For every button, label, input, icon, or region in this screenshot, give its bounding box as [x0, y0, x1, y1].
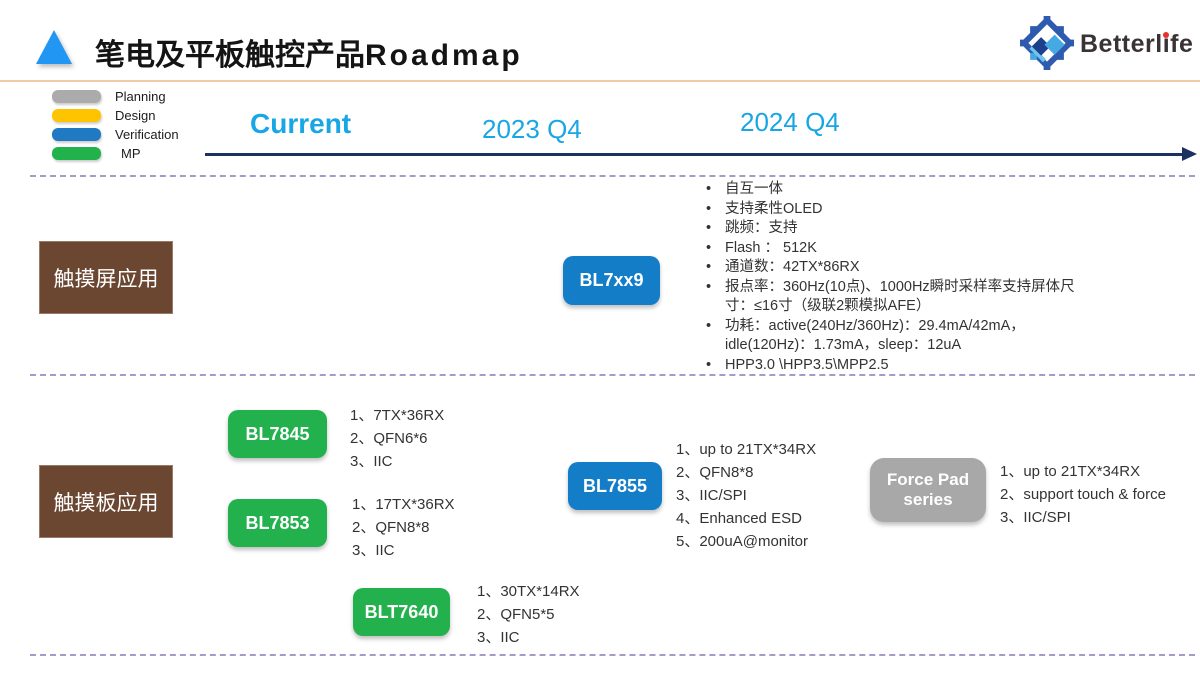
- timeline-milestone-current: Current: [250, 108, 352, 139]
- mp-color-swatch: [52, 146, 101, 160]
- bl7845-spec-list: 1、7TX*36RX 2、QFN6*6 3、IIC: [350, 404, 444, 473]
- verification-color-swatch: [52, 127, 101, 141]
- spec-item: 支持柔性OLED: [700, 200, 1096, 220]
- timeline-arrowhead-icon: [1182, 147, 1197, 161]
- legend-label-mp: MP: [121, 145, 141, 161]
- timeline-milestone-2024q4: 2024 Q4: [740, 107, 840, 137]
- spec-item: 3、IIC: [352, 542, 395, 559]
- spec-item: 2、support touch & force: [1000, 486, 1166, 503]
- force-pad-line2: series: [903, 490, 953, 509]
- betterlife-diamond-icon: [1020, 16, 1074, 70]
- row-label-touchscreen: 触摸屏应用: [39, 241, 173, 314]
- planning-color-swatch: [52, 89, 101, 103]
- design-color-swatch: [52, 108, 101, 122]
- force-pad-line1: Force Pad: [886, 470, 970, 489]
- bl7855-spec-list: 1、up to 21TX*34RX 2、QFN8*8 3、IIC/SPI 4、E…: [676, 438, 816, 553]
- chip-blt7640: BLT7640: [353, 588, 450, 636]
- spec-item: 自互一体: [700, 180, 1096, 200]
- spec-item: 功耗：active(240Hz/360Hz)：29.4mA/42mA，idle(…: [700, 317, 1096, 356]
- header-divider: [0, 80, 1200, 82]
- bl7xx9-spec-list: 自互一体 支持柔性OLED 跳频：支持 Flash ： 512K 通道数：42T…: [700, 180, 1096, 375]
- legend-item-planning: Planning: [52, 88, 166, 104]
- spec-item: Flash ： 512K: [700, 239, 1096, 259]
- spec-item: 2、QFN6*6: [350, 430, 428, 447]
- page-title: 笔电及平板触控产品Roadmap: [95, 30, 523, 74]
- legend-item-mp: MP: [52, 145, 141, 161]
- title-triangle-icon: [36, 30, 72, 64]
- spec-item: 1、up to 21TX*34RX: [676, 441, 817, 458]
- spec-item: 3、IIC/SPI: [676, 487, 747, 504]
- chip-bl7xx9: BL7xx9: [563, 256, 660, 305]
- brand-name: Betterlife: [1080, 30, 1193, 59]
- legend-item-design: Design: [52, 107, 156, 123]
- force-pad-spec-list: 1、up to 21TX*34RX 2、support touch & forc…: [1000, 460, 1166, 529]
- spec-item: 跳频：支持: [700, 219, 1096, 239]
- spec-item: 1、30TX*14RX: [477, 583, 580, 600]
- spec-item: 5、200uA@monitor: [676, 533, 808, 550]
- spec-item: 1、17TX*36RX: [352, 496, 455, 513]
- brand-i-red-dot: i: [1162, 29, 1171, 58]
- timeline-axis: [205, 153, 1185, 156]
- chip-force-pad-series: Force Pad series: [870, 458, 986, 522]
- spec-item: 通道数：42TX*86RX: [700, 258, 1096, 278]
- spec-item: 3、IIC: [350, 453, 393, 470]
- chip-bl7845: BL7845: [228, 410, 327, 458]
- legend-label-design: Design: [115, 107, 156, 123]
- legend-item-verification: Verification: [52, 126, 179, 142]
- spec-item: 2、QFN8*8: [352, 519, 430, 536]
- legend-label-planning: Planning: [115, 88, 166, 104]
- dashed-divider-bottom: [30, 654, 1195, 656]
- legend-label-verification: Verification: [115, 126, 179, 142]
- spec-item: 1、7TX*36RX: [350, 407, 445, 424]
- spec-item: 3、IIC/SPI: [1000, 509, 1071, 526]
- dashed-divider-top: [30, 175, 1195, 177]
- chip-bl7853: BL7853: [228, 499, 327, 547]
- brand-post: fe: [1170, 29, 1194, 58]
- spec-item: 2、QFN8*8: [676, 464, 754, 481]
- dashed-divider-middle: [30, 374, 1195, 376]
- bl7853-spec-list: 1、17TX*36RX 2、QFN8*8 3、IIC: [352, 493, 455, 562]
- page-title-en: Roadmap: [365, 39, 523, 72]
- spec-item: 3、IIC: [477, 629, 520, 646]
- spec-item: 报点率：360Hz(10点)、1000Hz瞬时采样率支持屏体尺寸：≤16寸（级联…: [700, 278, 1096, 317]
- betterlife-logo: Betterlife: [1020, 16, 1193, 70]
- timeline-milestone-2023q4: 2023 Q4: [482, 114, 582, 144]
- brand-pre: Betterl: [1080, 29, 1163, 58]
- spec-item: 4、Enhanced ESD: [676, 510, 802, 527]
- spec-item: 1、up to 21TX*34RX: [1000, 463, 1141, 480]
- chip-bl7855: BL7855: [568, 462, 662, 510]
- blt7640-spec-list: 1、30TX*14RX 2、QFN5*5 3、IIC: [477, 580, 580, 649]
- page-title-cn: 笔电及平板触控产品: [95, 39, 365, 72]
- spec-item: 2、QFN5*5: [477, 606, 555, 623]
- row-label-touchpad: 触摸板应用: [39, 465, 173, 538]
- spec-item: HPP3.0 \HPP3.5\MPP2.5: [700, 356, 1096, 376]
